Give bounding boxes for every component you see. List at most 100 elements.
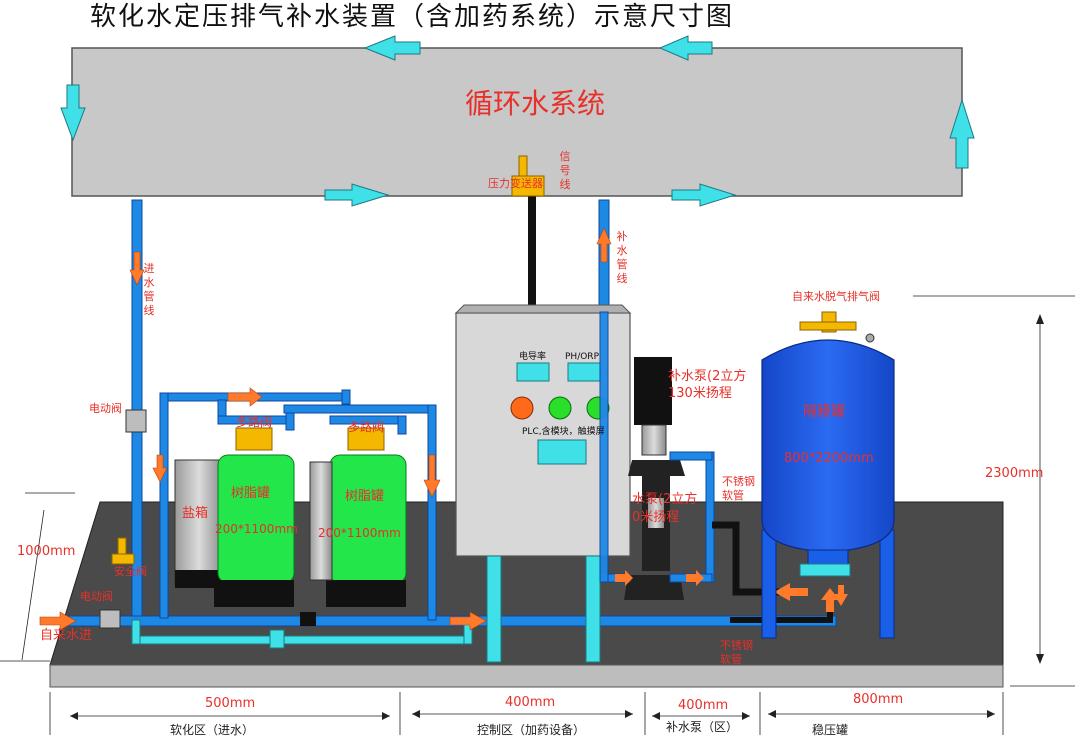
resin-tank-right-valve <box>347 427 385 451</box>
pressure-transmitter-stem <box>518 155 528 177</box>
tank-arrow-right <box>834 585 848 606</box>
lower-electric-valve <box>99 609 121 629</box>
main-flow-arrow <box>449 611 487 631</box>
bypass-pipe-left <box>131 619 141 645</box>
tank-width-label: 800mm <box>853 692 904 707</box>
circulation-system-box <box>71 47 963 197</box>
upper-electric-valve <box>125 409 147 433</box>
flow-arrows-top <box>363 35 713 61</box>
signal-line-label: 信号线 <box>559 150 571 191</box>
pump-arrow-right <box>686 570 704 586</box>
zone-control: 控制区（加药设备） <box>477 723 586 737</box>
tank-bottom-fitting <box>807 549 849 565</box>
inlet-pipe-label: 进水管线 <box>143 262 155 317</box>
signal-line <box>528 196 536 314</box>
conductivity-label: 电导率 <box>519 352 547 362</box>
degas-valve <box>799 321 857 331</box>
cabinet-leg-left <box>486 555 502 663</box>
ss-hose-lower-label-1: 不锈钢 <box>720 639 753 652</box>
resin-size-2-label: 200*1100mm <box>318 526 401 540</box>
softening-width-label: 500mm <box>205 696 256 711</box>
resin-size-1-label: 200*1100mm <box>215 522 298 536</box>
plc-screen <box>537 439 587 465</box>
pump-width-label: 400mm <box>678 698 729 713</box>
multiway-valve-2-label: 多路阀 <box>348 420 385 434</box>
control-width-label: 400mm <box>505 695 556 710</box>
flow-arrows-bottom <box>324 183 737 207</box>
tank-size-label: 800*2200mm <box>784 451 874 466</box>
degas-valve-label: 自来水脱气排气阀 <box>792 290 880 303</box>
resin-tank-right-base <box>326 580 406 607</box>
height-right-label: 2300mm <box>985 466 1044 481</box>
diaphragm-tank-label: 隔膜罐 <box>803 404 845 420</box>
resin-small-valve <box>300 612 316 626</box>
dimension-arrowheads <box>70 314 1044 720</box>
plc-label: PLC,含模块，触摸屏 <box>522 427 605 437</box>
tank-bottom-outlet <box>799 563 851 577</box>
pump-upper-label-2: 130米扬程 <box>668 386 732 401</box>
page-title: 软化水定压排气补水装置（含加药系统）示意尺寸图 <box>90 2 735 32</box>
resin-piping-arrow-drop <box>152 454 168 483</box>
resin-piping-arrow-right <box>423 454 441 498</box>
upper-electric-valve-label: 电动阀 <box>89 402 122 415</box>
cabinet-leg-right <box>585 555 601 663</box>
diaphragm-tank-body <box>761 339 895 553</box>
flow-arrows-side <box>60 84 975 169</box>
pump-foot <box>624 575 684 600</box>
pump-shaft <box>641 424 667 456</box>
zone-softening: 软化区（进水） <box>170 723 255 737</box>
resin-piping-arrow-left <box>227 387 263 407</box>
pump-lower-label-1: 水泵(2立方 <box>632 492 698 507</box>
pump-arrow-left <box>615 570 633 586</box>
resin-tank-2-label: 树脂罐 <box>345 489 385 504</box>
pump-lower-label-2: 0米扬程 <box>632 510 680 525</box>
resin-tank-left-base <box>214 580 294 607</box>
pressure-transmitter <box>511 175 545 197</box>
inlet-pipe-arrow <box>129 251 145 286</box>
ph-orp-label: PH/ORP <box>565 352 599 362</box>
salt-tank-label: 盐箱 <box>182 506 209 521</box>
tank-leg-right <box>879 529 895 639</box>
resin-tank-right-body <box>329 454 407 584</box>
dimension-lines <box>0 295 1075 735</box>
safety-valve-label: 安全阀 <box>114 565 147 578</box>
bypass-pipe <box>131 635 473 645</box>
ss-hose-lower-label-2: 软管 <box>720 653 742 666</box>
resin-tank-1-label: 树脂罐 <box>231 486 271 501</box>
hose-arrow <box>774 583 808 601</box>
multiway-valve-1-label: 多路阀 <box>236 415 273 429</box>
inlet-arrow <box>39 611 77 631</box>
ss-hose-upper-label-2: 软管 <box>722 489 744 502</box>
ph-orp-display <box>567 362 601 382</box>
bypass-valve <box>269 629 285 649</box>
resin-tank-left-body <box>217 454 295 584</box>
makeup-pipe-label: 补水管线 <box>616 230 628 285</box>
pump-pipe-side <box>705 451 715 583</box>
circulation-system-label: 循环水系统 <box>465 87 606 120</box>
pressure-transmitter-label: 压力变送器 <box>488 177 543 190</box>
makeup-pipe-arrow <box>596 227 612 263</box>
lower-electric-valve-label: 电动阀 <box>80 590 113 603</box>
pump-upper-base <box>628 460 685 476</box>
pressure-gauge <box>865 333 875 343</box>
pump-motor <box>634 357 672 425</box>
control-cabinet-top <box>454 304 632 314</box>
safety-valve-body <box>111 553 135 565</box>
resin-tank-right-shadow <box>309 461 333 581</box>
resin-tank-left-valve <box>235 427 273 451</box>
salt-tank-base <box>175 570 223 588</box>
zone-tank: 稳压罐 <box>812 723 849 737</box>
zone-pump: 补水泵（区） <box>666 720 739 734</box>
indicator-green-1 <box>548 396 572 420</box>
tank-leg-left <box>761 529 777 639</box>
pump-pipe-top <box>669 451 713 461</box>
pump-makeup-link-vertical <box>599 311 609 583</box>
pump-body-highlight <box>648 498 664 528</box>
indicator-orange <box>510 396 534 420</box>
conductivity-display <box>516 362 550 382</box>
base-slab <box>49 664 1004 688</box>
ss-hose-upper-label-1: 不锈钢 <box>722 475 755 488</box>
height-left-label: 1000mm <box>17 544 76 559</box>
